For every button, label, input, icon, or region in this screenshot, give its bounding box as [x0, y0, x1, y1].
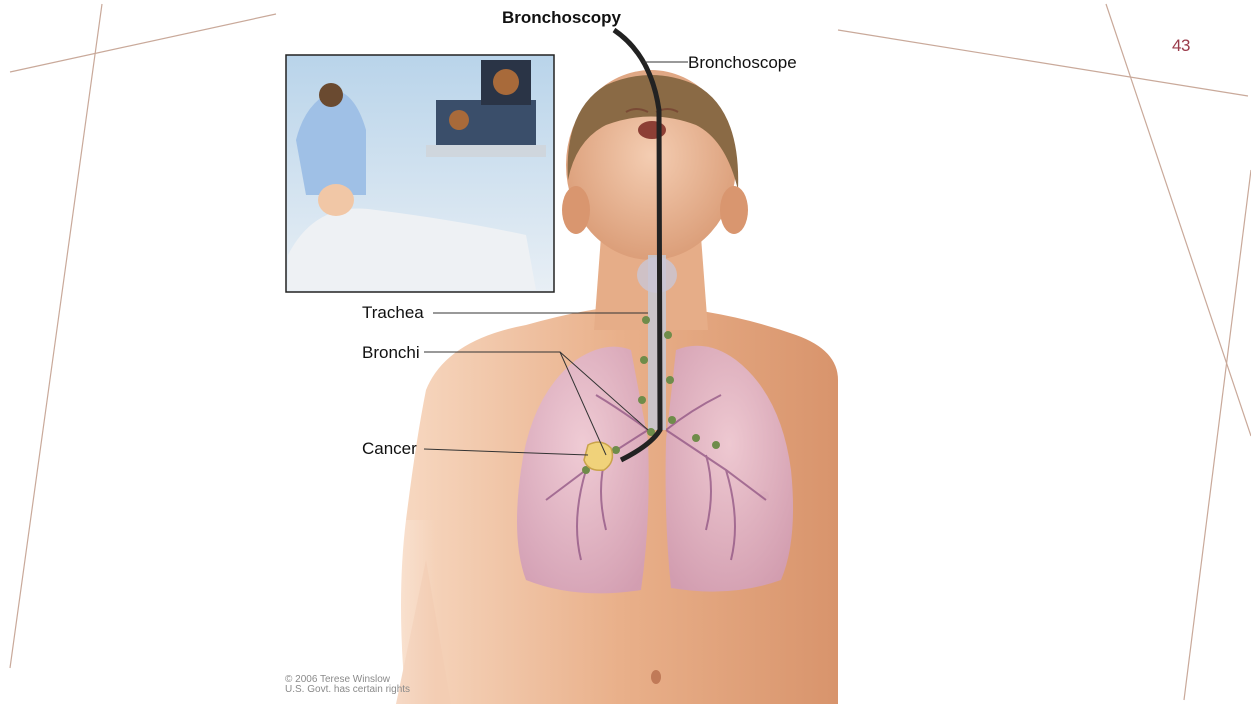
- image-credit: © 2006 Terese Winslow U.S. Govt. has cer…: [285, 675, 410, 695]
- slide-number: 43: [1172, 36, 1196, 56]
- cancer-mass: [584, 442, 612, 470]
- label-cancer: Cancer: [362, 439, 417, 459]
- label-trachea: Trachea: [362, 303, 424, 323]
- label-bronchoscope: Bronchoscope: [688, 53, 797, 73]
- figure-title: Bronchoscopy: [502, 8, 621, 28]
- anatomy-drawing: [276, 0, 838, 704]
- bronchoscopy-illustration: Bronchoscopy Bronchoscope Trachea Bronch…: [276, 0, 838, 704]
- procedure-inset: [286, 55, 554, 292]
- credit-line-2: U.S. Govt. has certain rights: [285, 685, 410, 695]
- label-bronchi: Bronchi: [362, 343, 420, 363]
